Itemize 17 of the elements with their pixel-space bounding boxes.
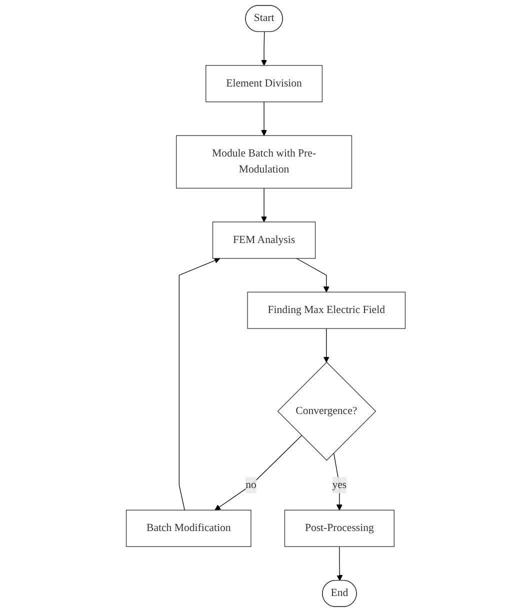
arrow (260, 102, 267, 136)
arrow (336, 546, 342, 581)
node-box: Module Batch with Pre-Modulation (176, 135, 352, 189)
arrow (260, 188, 267, 222)
edge-label: yes (332, 479, 346, 491)
node-diamond: Convergence? (277, 362, 376, 461)
edge-label: no (245, 479, 256, 491)
arrow (323, 328, 330, 363)
arrow (178, 258, 220, 510)
node-box: FEM Analysis (212, 222, 316, 259)
node-box: Post-Processing (284, 510, 394, 547)
arrow (296, 258, 330, 292)
node-box: Batch Modification (126, 510, 252, 547)
arrow (260, 32, 267, 66)
arrow (214, 435, 302, 510)
node-box: Element Division (205, 65, 322, 102)
node-box: Finding Max Electric Field (246, 292, 406, 329)
